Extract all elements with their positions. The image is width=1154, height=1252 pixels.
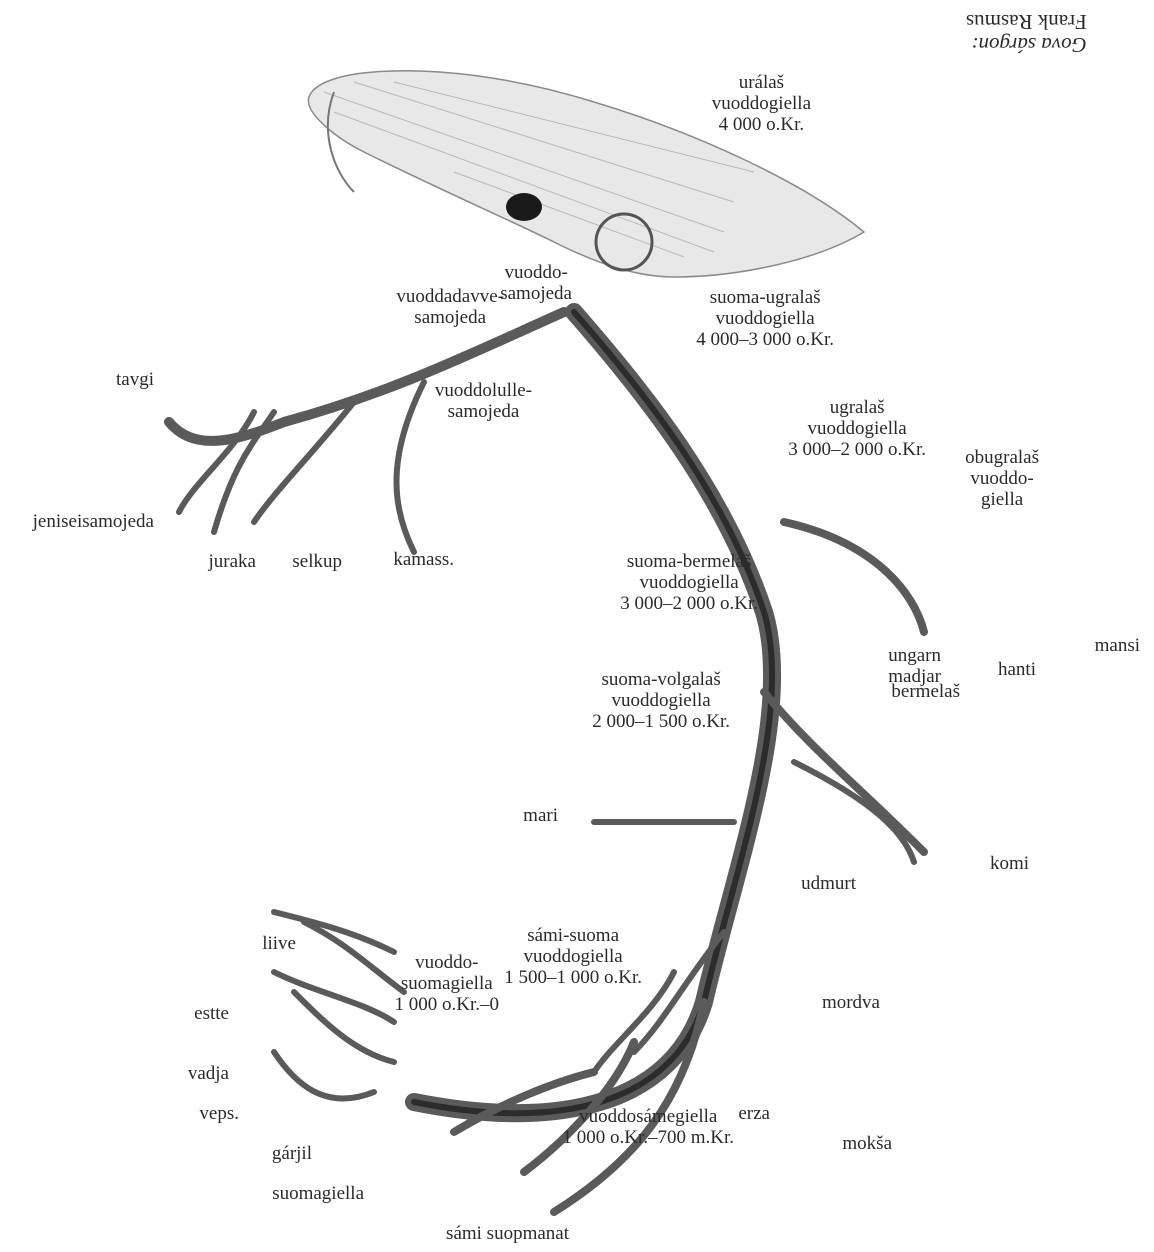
node-proto-samoyed: vuoddo- samojeda <box>500 220 572 346</box>
lang-veps: veps. <box>199 1103 239 1124</box>
lang-garjil: gárjil <box>272 1143 312 1164</box>
lang-kamass: kamass. <box>393 549 454 570</box>
credit-artist: Frank Rasmus <box>966 10 1087 33</box>
lang-hanti: hanti <box>998 659 1036 680</box>
lang-suomagiella: suomagiella <box>272 1183 364 1204</box>
lang-juraka: juraka <box>209 551 256 572</box>
lang-mansi: mansi <box>1095 635 1140 656</box>
lang-selkup: selkup <box>292 551 342 572</box>
lang-udmurt: udmurt <box>801 873 856 894</box>
lang-estte: estte <box>194 1003 229 1024</box>
lang-komi: komi <box>990 853 1029 874</box>
lang-tavgi: tavgi <box>116 369 154 390</box>
credit-label: Gova sárgon: <box>966 33 1087 56</box>
lang-vadja: vadja <box>188 1063 229 1084</box>
lang-mordva: mordva <box>822 992 880 1013</box>
lang-mari: mari <box>523 805 558 826</box>
node-proto-south-samoyed: vuoddolulle- samojeda <box>435 338 532 464</box>
lang-ungarn: ungarn madjar <box>888 645 941 687</box>
lang-liive: liive <box>262 933 296 954</box>
lang-moksa: mokša <box>842 1133 892 1154</box>
lang-erza: erza <box>738 1103 770 1124</box>
lang-sami: sámi suopmanat <box>446 1223 569 1244</box>
node-ob-ugric: obugralaš vuoddo- giella <box>965 405 1039 552</box>
eye <box>506 193 542 221</box>
illustration-credit: Gova sárgon: Frank Rasmus <box>966 10 1087 56</box>
lang-jeniseisamojeda: jeniseisamojeda <box>33 511 154 532</box>
